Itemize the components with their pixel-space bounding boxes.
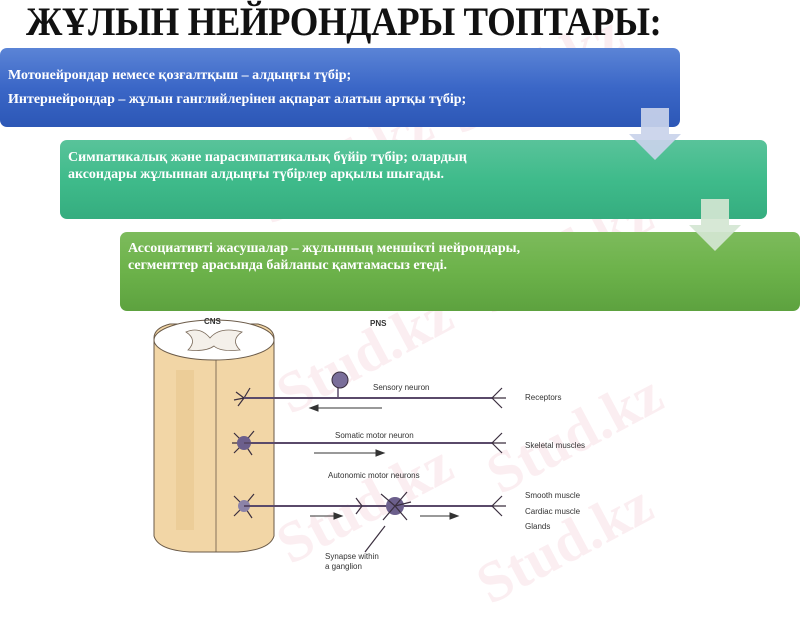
cardiac-muscle-label: Cardiac muscle	[525, 507, 581, 516]
box-text-line: Симпатикалық және парасимпатикалық бүйір…	[68, 150, 467, 165]
glands-label: Glands	[525, 522, 550, 531]
synapse-label: Synapse within	[325, 552, 379, 561]
skeletal-muscles-label: Skeletal muscles	[525, 441, 585, 450]
box-text-line: Мотонейрондар немесе қозғалтқыш – алдыңғ…	[8, 68, 352, 83]
box-text-line: сегменттер арасында байланыс қамтамасыз …	[128, 258, 448, 273]
nervous-system-diagram: CNS PNS Sensory neuron Receptors Somatic…	[130, 310, 630, 574]
box-text-line: аксондары жұлыннан алдыңғы түбірлер арқы…	[68, 167, 445, 182]
smooth-muscle-label: Smooth muscle	[525, 491, 581, 500]
ganglion-label: a ganglion	[325, 562, 362, 571]
receptors-label: Receptors	[525, 393, 561, 402]
pns-label: PNS	[370, 319, 387, 328]
autonomic-motor-neurons-label: Autonomic motor neurons	[328, 471, 420, 480]
info-box-associative-cells: Ассоциативті жасушалар – жұлынның меншік…	[120, 232, 800, 311]
box-text-line: Ассоциативті жасушалар – жұлынның меншік…	[128, 241, 521, 256]
info-box-motor-neurons: Мотонейрондар немесе қозғалтқыш – алдыңғ…	[0, 48, 680, 127]
somatic-motor-neuron-label: Somatic motor neuron	[335, 431, 414, 440]
cns-label: CNS	[204, 317, 222, 326]
box-text-line: Интернейрондар – жұлын ганглийлерінен ақ…	[8, 92, 467, 107]
arrow-down-icon	[689, 199, 741, 251]
neuron-diagram-svg: CNS PNS Sensory neuron Receptors Somatic…	[153, 317, 585, 571]
slide-title: ЖҰЛЫН НЕЙРОНДАРЫ ТОПТАРЫ:	[26, 0, 662, 44]
arrow-down-icon	[629, 108, 681, 160]
sensory-neuron-label: Sensory neuron	[373, 383, 429, 392]
